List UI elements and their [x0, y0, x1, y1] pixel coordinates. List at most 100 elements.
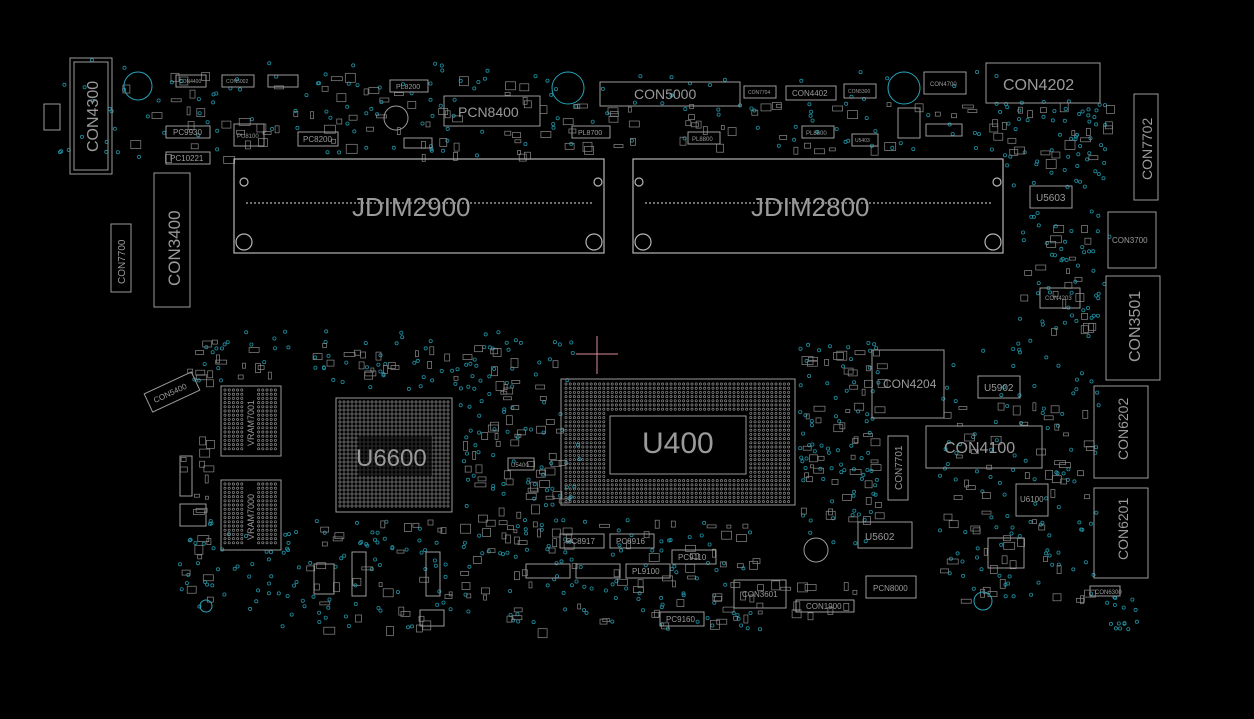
svg-text:CON4203: CON4203: [1045, 296, 1072, 302]
con6202-label: CON6202: [1115, 398, 1131, 460]
con3400-connector[interactable]: CON3400: [153, 172, 191, 308]
pcn8400-label: PCN8400: [458, 104, 519, 120]
via-field: [58, 58, 1139, 632]
con3700-connector[interactable]: CON3700: [1107, 211, 1157, 269]
con6201-label: CON6201: [1115, 498, 1131, 560]
svg-text:U5403: U5403: [855, 138, 870, 144]
u6600-label: U6600: [356, 445, 427, 472]
con4100-connector[interactable]: CON4100: [925, 425, 1043, 469]
con4100-label: CON4100: [944, 440, 1015, 457]
con7701-connector[interactable]: CON7701: [887, 435, 909, 501]
small-part: [351, 551, 367, 597]
svg-text:CON7701: CON7701: [894, 445, 905, 490]
svg-text:PC9110: PC9110: [678, 553, 707, 562]
small-part: [925, 123, 963, 137]
con1900-connector[interactable]: CON1900: [795, 599, 855, 613]
con6202-connector[interactable]: CON6202: [1093, 385, 1149, 479]
jdim2900-slot[interactable]: JDIM2900: [233, 158, 605, 254]
svg-text:PL8800: PL8800: [692, 137, 713, 143]
inductor: [803, 537, 829, 563]
u400-label: U400: [642, 427, 714, 460]
pc9930-block: PC9930: [165, 125, 211, 139]
con4202-connector[interactable]: CON4202: [985, 62, 1101, 104]
con7702-connector[interactable]: CON7702: [1133, 93, 1159, 201]
con4204-chip[interactable]: CON4204: [871, 349, 945, 419]
vram7000-chip[interactable]: VRAM7000: [220, 479, 282, 551]
con4202-label: CON4202: [1003, 77, 1074, 94]
svg-text:CON7704: CON7704: [748, 90, 770, 96]
svg-text:CON6300: CON6300: [1095, 590, 1122, 596]
con5000-label: CON5000: [634, 86, 696, 102]
svg-text:U6100: U6100: [1020, 495, 1044, 504]
con5002-block: CON5002: [221, 74, 255, 88]
pu8100-block: PU8100: [233, 123, 265, 147]
con5000-connector[interactable]: CON5000: [599, 81, 741, 107]
vram7001-chip[interactable]: VRAM7001: [220, 385, 282, 457]
u5602-chip[interactable]: U5602: [857, 521, 913, 549]
con6300-block: CON6300: [1089, 585, 1122, 597]
small-part: [425, 551, 441, 597]
small-part: [575, 563, 621, 579]
small-part: [179, 455, 193, 497]
small-part: [403, 137, 433, 149]
svg-text:CON5300: CON5300: [848, 89, 870, 95]
small-part: [419, 609, 445, 627]
mounting-hole: [123, 71, 153, 101]
pcn8400-connector[interactable]: PCN8400: [443, 95, 541, 127]
u400-cpu[interactable]: U400: [560, 378, 796, 506]
inductor: [383, 105, 409, 131]
svg-text:PC8916: PC8916: [616, 537, 645, 546]
mounting-hole: [973, 591, 993, 611]
u5400-chip[interactable]: U5400: [507, 457, 535, 471]
u5603-chip[interactable]: U5603: [1029, 185, 1073, 209]
pl8200-block: PL8200: [389, 79, 429, 93]
svg-text:PCN8000: PCN8000: [873, 584, 908, 593]
svg-text:PC9160: PC9160: [666, 615, 695, 624]
svg-text:CON5400: CON5400: [152, 382, 189, 405]
con5400-connector[interactable]: CON5400: [143, 371, 201, 413]
svg-text:CON3700: CON3700: [1112, 236, 1148, 245]
jdim2900-label: JDIM2900: [352, 192, 471, 222]
svg-text:PC8917: PC8917: [566, 537, 595, 546]
svg-text:CON4204: CON4204: [883, 377, 937, 391]
svg-text:CON4400: CON4400: [179, 79, 201, 85]
svg-text:VRAM7000: VRAM7000: [246, 494, 256, 540]
svg-text:U5603: U5603: [1036, 193, 1066, 204]
con4203-block: CON4203: [1039, 287, 1081, 309]
con4400-block: CON4400: [175, 74, 207, 88]
con4402-block: CON4402: [785, 85, 837, 101]
pl8700-block: PL8700: [571, 125, 611, 139]
con7700-connector[interactable]: CON7700: [110, 223, 132, 293]
pc8917-block: PC8917: [559, 533, 605, 549]
pc8916-block: PC8916: [609, 533, 655, 549]
con4300-label: CON4300: [85, 81, 102, 152]
small-part: [897, 107, 921, 139]
pl8800-block: PL8800: [687, 131, 721, 145]
svg-text:PC10221: PC10221: [170, 154, 204, 163]
small-part: [313, 563, 335, 595]
mounting-hole: [199, 599, 213, 613]
svg-text:CON4402: CON4402: [792, 89, 828, 98]
qfn-chip: [987, 537, 1025, 569]
mounting-hole: [887, 71, 921, 105]
jdim2800-slot[interactable]: JDIM2800: [632, 158, 1004, 254]
con4700-block: CON4700: [923, 71, 967, 95]
pcn8000-connector[interactable]: PCN8000: [865, 575, 917, 599]
small-connector: [267, 74, 299, 88]
svg-text:U5400: U5400: [511, 463, 529, 469]
u5902-chip[interactable]: U5902: [977, 375, 1021, 399]
con5300-block: CON5300: [843, 83, 877, 99]
con6201-connector[interactable]: CON6201: [1093, 487, 1149, 579]
u6100-chip[interactable]: U6100: [1015, 483, 1049, 517]
svg-text:PL8700: PL8700: [578, 130, 602, 137]
con4300-connector[interactable]: CON4300: [69, 57, 113, 175]
pl8600-block: PL8600: [801, 125, 835, 139]
con3601-connector[interactable]: CON3601: [733, 579, 787, 609]
svg-text:CON1900: CON1900: [806, 602, 842, 611]
cursor-crosshair-icon: [576, 336, 618, 374]
svg-text:PL9100: PL9100: [632, 567, 660, 576]
u6600-gpu[interactable]: U6600: [335, 397, 453, 513]
small-connector: [43, 103, 61, 131]
con3501-connector[interactable]: CON3501: [1105, 275, 1161, 381]
